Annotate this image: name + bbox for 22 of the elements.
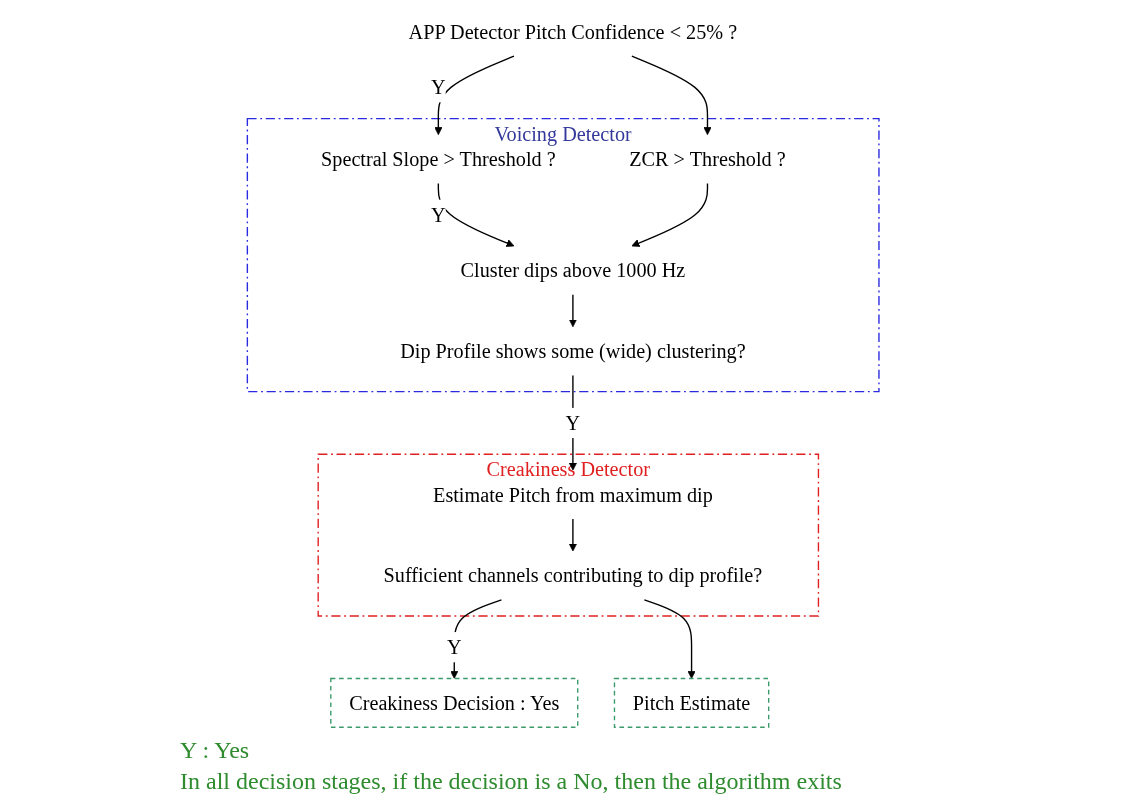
arrow (437, 182, 515, 247)
arrow (568, 518, 577, 552)
node-text: Spectral Slope > Threshold ? (320, 147, 556, 171)
arrow (631, 55, 712, 136)
arrow (568, 294, 577, 328)
node-text: Estimate Pitch from maximum dip (432, 483, 713, 507)
node-box: Pitch Estimate (613, 677, 770, 728)
edge-label: Y (430, 75, 446, 99)
arrow (434, 55, 515, 136)
edge-label: Y (565, 411, 581, 435)
node-text: Cluster dips above 1000 Hz (460, 258, 686, 282)
node-text: Dip Profile shows some (wide) clustering? (400, 339, 746, 363)
arrow (631, 182, 708, 247)
node-text: Sufficient channels contributing to dip profile? (383, 564, 763, 588)
note-text: In all decision stages, if the decision is a No, then the algorithm exits (180, 766, 842, 796)
edge-label: Y (430, 203, 446, 227)
node-text: APP Detector Pitch Confidence < 25% ? (408, 20, 738, 44)
node-box: Creakiness Decision : Yes (329, 677, 579, 728)
arrow (643, 599, 696, 679)
node-text: ZCR > Threshold ? (629, 147, 786, 171)
note-text: Y : Yes (180, 735, 251, 765)
edge-label: Y (446, 635, 462, 659)
